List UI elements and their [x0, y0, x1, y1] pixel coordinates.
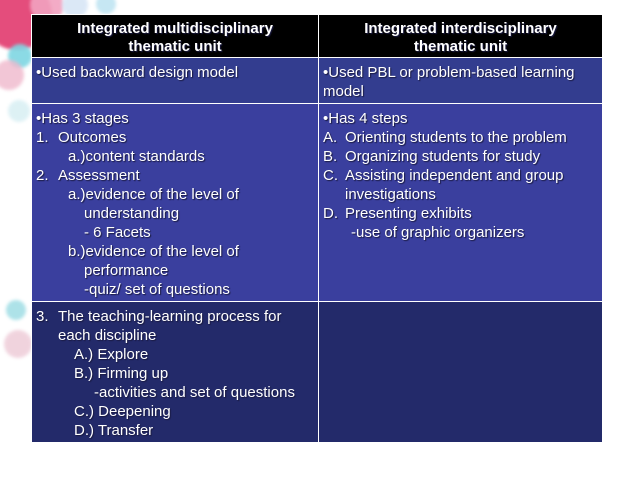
header-left-line1: Integrated multidisciplinary	[77, 20, 273, 37]
cell-teaching-process: 3.The teaching-learning process for each…	[31, 301, 319, 443]
design-model-text: •Used backward design model	[36, 64, 239, 81]
stage-2a-line2: understanding	[84, 205, 180, 222]
header-left-line2: thematic unit	[128, 38, 222, 55]
stage-1a: a.)content standards	[68, 148, 205, 165]
cell-design-model-multi: •Used backward design model	[31, 57, 319, 104]
table-row: 3.The teaching-learning process for each…	[31, 301, 603, 443]
stage-2: 2.Assessment	[36, 167, 140, 184]
stage-3: 3.The teaching-learning process for	[36, 308, 282, 325]
pbl-text-line1: •Used PBL or problem-based learning	[323, 64, 575, 81]
stages-intro: •Has 3 stages	[36, 110, 129, 127]
stage-1: 1.Outcomes	[36, 129, 127, 146]
table-row: •Has 3 stages 1.Outcomes a.)content stan…	[31, 103, 603, 302]
process-deepening: C.) Deepening	[74, 403, 171, 420]
cell-steps: •Has 4 steps A.Orienting students to the…	[318, 103, 603, 302]
header-right-line2: thematic unit	[413, 38, 508, 55]
steps-intro: •Has 4 steps	[323, 110, 408, 127]
process-transfer: D.) Transfer	[74, 422, 154, 439]
process-firming-up: B.) Firming up	[74, 365, 169, 382]
stage-2b-line3: -quiz/ set of questions	[84, 281, 230, 298]
cell-empty	[318, 301, 603, 443]
stage-2b-line2: performance	[84, 262, 169, 279]
stage-2a-line3: - 6 Facets	[84, 224, 151, 241]
pbl-text-line2: model	[323, 83, 364, 100]
header-right-line1: Integrated interdisciplinary	[364, 20, 557, 37]
cell-stages: •Has 3 stages 1.Outcomes a.)content stan…	[31, 103, 319, 302]
stage-2a-line1: a.)evidence of the level of	[68, 186, 239, 203]
step-c: C.Assisting independent and group	[323, 167, 564, 184]
step-d-sub: -use of graphic organizers	[351, 224, 525, 241]
cell-design-model-inter: •Used PBL or problem-based learning mode…	[318, 57, 603, 104]
header-multidisciplinary: Integrated multidisciplinary thematic un…	[31, 14, 319, 58]
stage-3-line2: each discipline	[58, 327, 157, 344]
step-b: B.Organizing students for study	[323, 148, 541, 165]
table-header-row: Integrated multidisciplinary thematic un…	[31, 14, 603, 58]
process-explore: A.) Explore	[74, 346, 149, 363]
step-a: A.Orienting students to the problem	[323, 129, 567, 146]
header-interdisciplinary: Integrated interdisciplinary thematic un…	[318, 14, 603, 58]
comparison-table: Integrated multidisciplinary thematic un…	[31, 14, 603, 443]
table-row: •Used backward design model •Used PBL or…	[31, 57, 603, 104]
step-d: D.Presenting exhibits	[323, 205, 472, 222]
process-firming-up-sub: -activities and set of questions	[94, 384, 295, 401]
step-c-line2: investigations	[345, 186, 436, 203]
stage-2b-line1: b.)evidence of the level of	[68, 243, 239, 260]
